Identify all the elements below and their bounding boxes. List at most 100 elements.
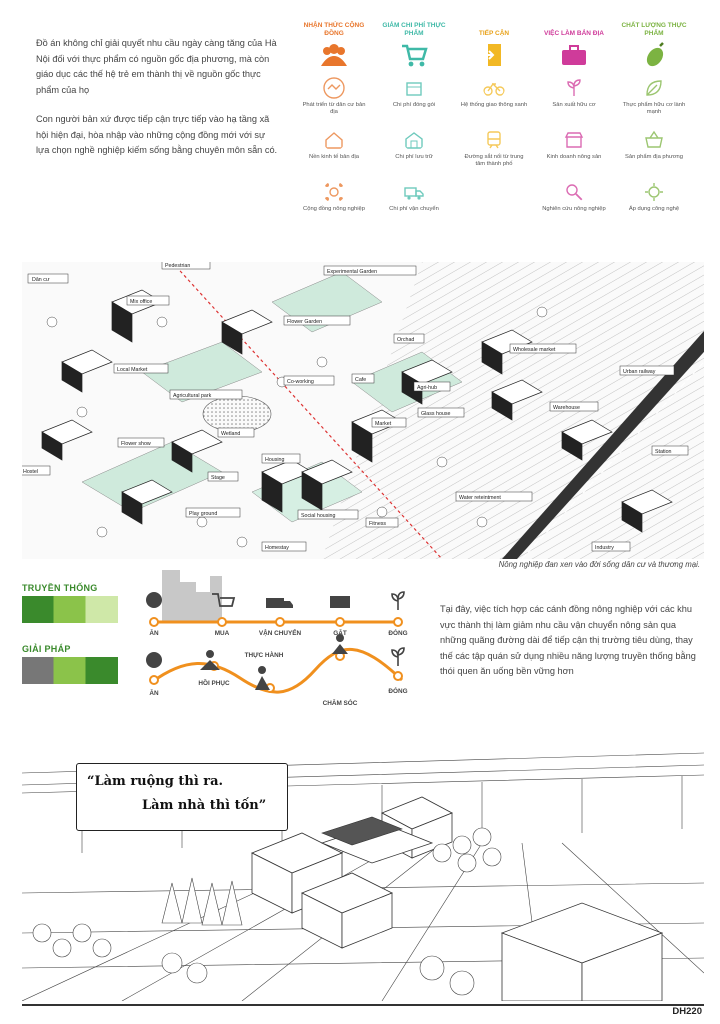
map-label: Agricultural park [173,393,212,399]
criteria-column-community: NHẬN THỨC CỘNG ĐỒNG Phát triển từ dân cư… [296,14,372,233]
bottom-rule [22,1004,704,1006]
map-label: Fitness [369,521,386,527]
plate-icon [146,592,162,608]
traditional-step-label: ĂN [149,630,159,637]
cart-icon [402,44,428,67]
box-icon [406,82,422,96]
traditional-step-label: ĐÓNG [388,630,408,637]
solution-step-label: ĐÓNG [388,688,408,695]
briefcase-icon [562,45,586,65]
criteria-title: NHẬN THỨC CỘNG ĐỒNG [303,22,365,37]
solution-title: GIẢI PHÁP [22,644,71,654]
map-label: Stage [211,475,225,481]
criteria-column-access: TIẾP CẬN Hệ thống giao thông xanh Đường … [456,14,532,181]
criteria-item: Kinh doanh nông sản [536,129,612,181]
traditional-step-label: MUA [214,630,230,637]
criteria-title: GIẢM CHI PHÍ THỰC PHẨM [382,22,446,37]
tech-icon [645,183,663,201]
door-icon [482,44,501,66]
masterplan-caption: Nông nghiệp đan xen vào đời sống dân cư … [498,560,700,569]
eggplant-icon [646,42,664,67]
page-code: DH220 [672,1006,702,1017]
criteria-item: Chi phí vận chuyển [376,181,452,233]
solution-step-label: THỰC HÀNH [244,652,284,659]
solution-swatch [22,657,118,684]
traditional-swatch [22,596,118,623]
perspective-sketch [22,733,704,1001]
map-label: Industry [595,545,614,551]
map-label: Hostel [23,469,38,475]
map-label: Local Market [117,367,148,373]
map-label: Agri-hub [417,385,437,391]
criteria-item: Chi phí đóng gói [376,77,452,129]
criteria-item: Thực phẩm hữu cơ lành mạnh [616,77,692,129]
criteria-item: Đường sắt nối từ trung tâm thành phố [456,129,532,181]
intro-paragraph-2: Con người bản xứ được tiếp cận trực tiếp… [36,114,278,155]
plate-icon [146,652,162,668]
map-label: Glass house [421,411,450,417]
criteria-title: VIỆC LÀM BẢN ĐỊA [544,30,604,37]
seedling-icon [391,591,405,610]
criteria-item: Áp dụng công nghệ [616,181,692,233]
storage-icon [405,132,423,149]
map-label: Station [655,449,672,455]
proverb-callout: “Làm ruộng thì ra. Làm nhà thì tốn” [76,763,288,831]
gardening-icon [255,666,270,690]
criteria-title: TIẾP CẬN [478,30,510,37]
research-icon [566,184,583,201]
sprout-icon [567,79,581,96]
network-icon [325,183,343,201]
sketch-drawing [22,733,704,1001]
process-diagram [146,570,405,694]
criteria-column-jobs: VIỆC LÀM BẢN ĐỊA Sản xuất hữu cơ Kinh do… [536,14,612,233]
truck-icon [404,187,424,200]
solution-step-label: HỒI PHỤC [198,680,230,687]
map-label: Market [375,421,392,427]
house-icon [325,132,343,149]
map-label: Pedestrian [165,263,190,269]
map-label: Water reteintment [459,495,501,501]
shop-icon [564,132,584,148]
solution-step-label: CHĂM SÓC [322,700,358,707]
map-label: Urban railway [623,369,656,375]
intro-text: Đồ án không chỉ giải quyết nhu cầu ngày … [36,36,281,173]
proverb-line-1: “Làm ruộng thì ra. [87,774,224,789]
criteria-item: Cộng đồng nông nghiệp [296,181,372,233]
harvester-icon [330,596,350,608]
criteria-item: Hệ thống giao thông xanh [456,77,532,129]
masterplan-drawing: Dân cư Pedestrian Mix office Experimenta… [22,262,704,559]
proverb-line-2: Làm nhà thì tốn” [142,798,267,813]
traditional-title: TRUYỀN THỐNG [22,583,98,593]
criteria-item: Sản phẩm địa phương [616,129,692,181]
map-label: Mix office [130,299,152,305]
masterplan-axonometric: Dân cư Pedestrian Mix office Experimenta… [22,262,704,559]
map-label: Experimental Garden [327,269,377,275]
city-silhouette-icon [162,570,222,622]
solution-description: Tại đây, việc tích hợp các cánh đồng nôn… [440,604,696,676]
criteria-item: Nền kinh tế bản địa [296,129,372,181]
criteria-title: CHẤT LƯỢNG THỰC PHẨM [621,22,687,37]
map-label: Orchad [397,337,414,343]
criteria-item: Sản xuất hữu cơ [536,77,612,129]
map-label: Dân cư [32,277,50,283]
map-label: Flower show [121,441,151,447]
traditional-step-label: GẶT [333,630,347,637]
seedling-icon [391,647,405,666]
map-label: Homestay [265,545,289,551]
basket-icon [645,130,663,148]
traditional-step-label: VẬN CHUYỂN [258,630,302,637]
criteria-column-cost: GIẢM CHI PHÍ THỰC PHẨM Chi phí đóng gói … [376,14,452,233]
criteria-item: Chi phí lưu trữ [376,129,452,181]
map-label: Social housing [301,513,336,519]
bicycle-icon [483,82,505,96]
leaf-icon [646,80,662,96]
map-label: Cafe [355,377,366,383]
map-label: Warehouse [553,405,580,411]
truck-icon [266,598,293,608]
watering-icon [332,634,348,654]
criteria-item: Phát triển từ dân cư bản địa [296,77,372,129]
intro-paragraph-1: Đồ án không chỉ giải quyết nhu cầu ngày … [36,38,277,95]
meditation-icon [200,650,220,670]
criteria-column-quality: CHẤT LƯỢNG THỰC PHẨM Thực phẩm hữu cơ là… [616,14,692,233]
handshake-icon [323,77,345,99]
